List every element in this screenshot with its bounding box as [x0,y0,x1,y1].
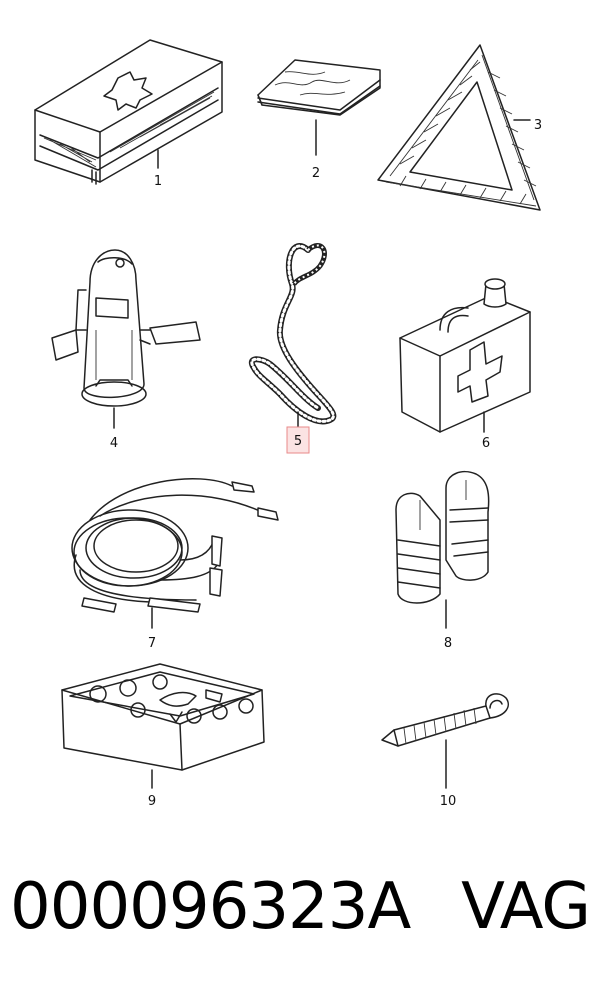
fuel-canister-icon [399,278,531,433]
callout-number-3[interactable]: 3 [534,118,542,133]
folded-blanket-icon [257,59,381,116]
callout-number-1[interactable]: 1 [154,174,162,189]
callout-number-9[interactable]: 9 [148,794,156,809]
callout-highlight-box [286,426,310,454]
safety-vest-icon [395,470,490,604]
warning-triangle-icon [377,44,541,211]
callout-number-8[interactable]: 8 [444,636,452,651]
brand-label: VAG [461,870,591,944]
callout-number-10[interactable]: 10 [440,794,457,809]
callout-number-5[interactable]: 5 [294,434,302,449]
jumper-cables-icon [71,477,279,613]
callout-number-7[interactable]: 7 [148,636,156,651]
part-number: 000096323A [10,870,411,944]
bulb-kit-box-icon [61,663,265,771]
first-aid-kit-icon [34,39,223,185]
towing-eye-icon [381,693,510,747]
callout-number-6[interactable]: 6 [482,436,490,451]
callout-number-4[interactable]: 4 [110,436,118,451]
callout-number-2[interactable]: 2 [312,166,320,181]
exploded-view-drawing: 1 2 3 4 5 6 7 8 9 10 [34,39,542,809]
part-caption: 000096323A VAG [10,862,591,952]
fire-extinguisher-icon [51,249,201,407]
tow-rope-icon [249,243,337,425]
